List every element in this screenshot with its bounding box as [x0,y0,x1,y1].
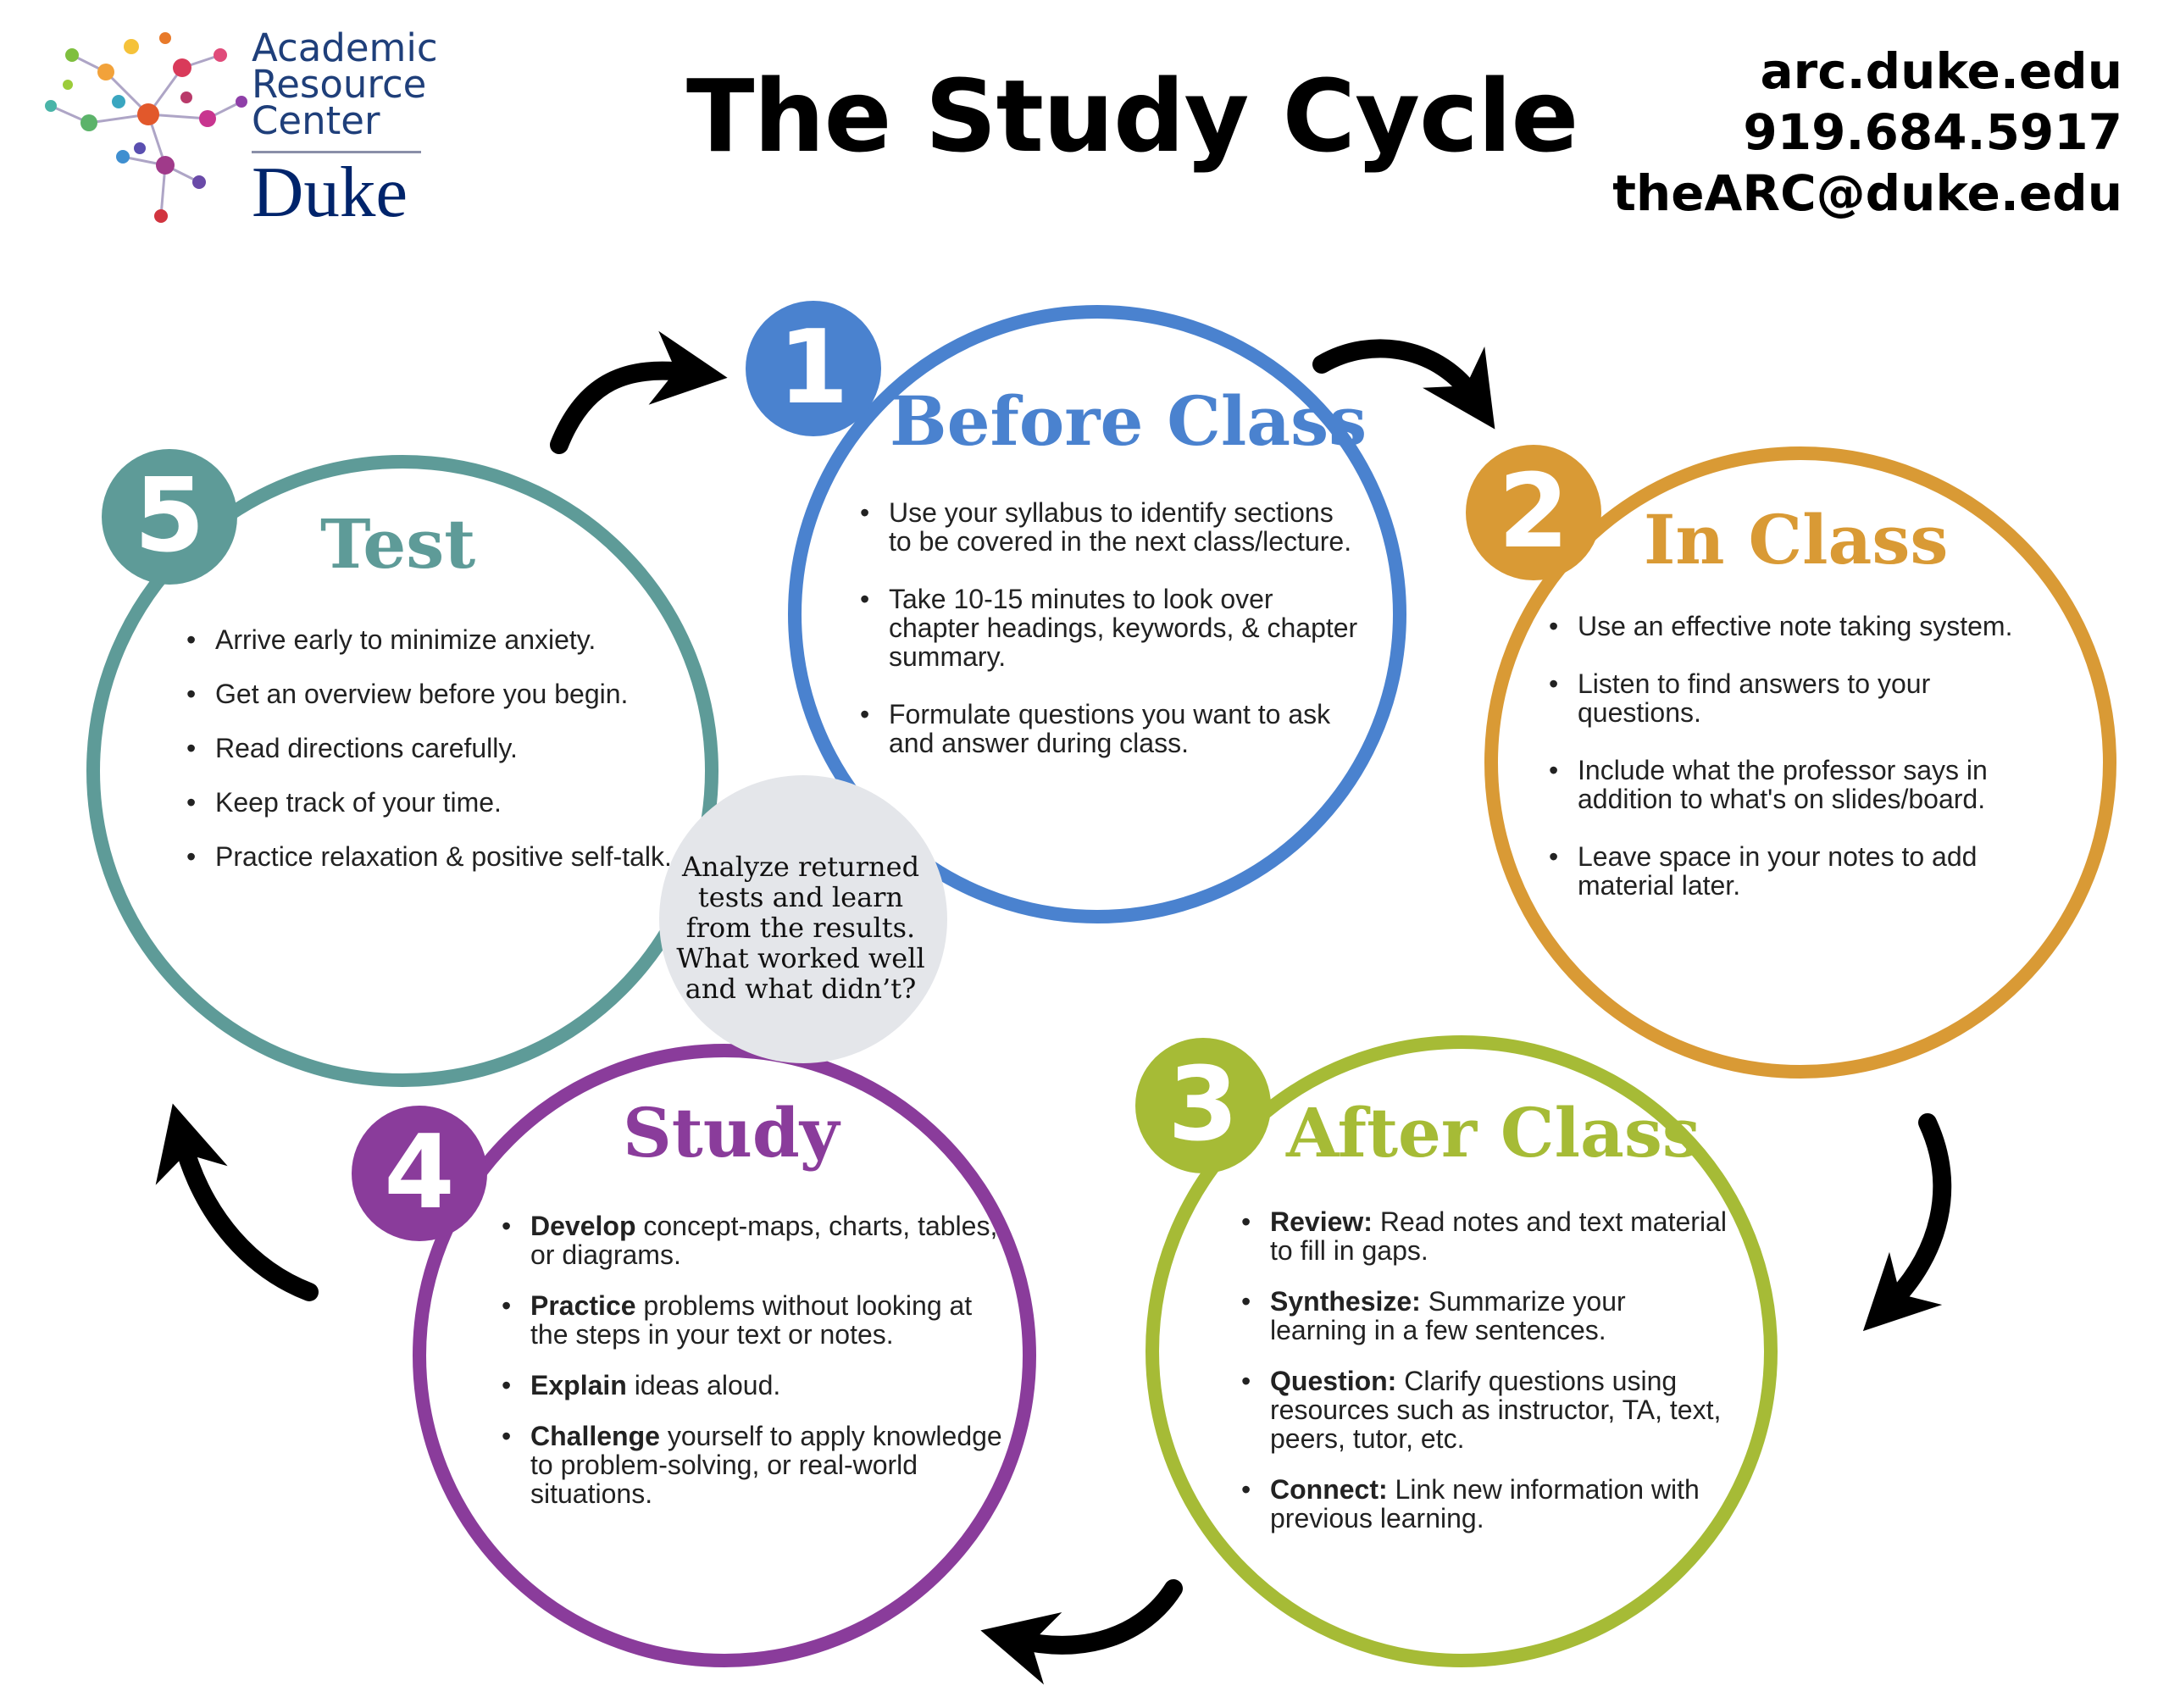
step-5-list: Arrive early to minimize anxiety. Get an… [186,625,707,896]
ring-after-class [1146,1035,1778,1667]
contact-phone: 919.684.5917 [1743,103,2122,161]
badge-2-number: 2 [1498,453,1569,571]
list-item: Leave space in your notes to add materia… [1549,842,2052,900]
step-3-list: Review: Read notes and text material to … [1241,1207,1728,1555]
badge-4-number: 4 [384,1114,455,1232]
center-bubble [659,775,947,1063]
list-item: Read directions carefully. [186,734,707,762]
list-item: Listen to find answers to your questions… [1549,669,2052,727]
list-item: Keep track of your time. [186,788,707,817]
list-item: Challenge yourself to apply knowledge to… [502,1422,1005,1508]
logo-line-academic: Academic [252,25,438,70]
logo-divider [252,151,421,153]
step-2-list: Use an effective note taking system. Lis… [1549,612,2052,929]
list-item: Formulate questions you want to ask and … [860,700,1363,757]
list-item: Practice problems without looking at the… [502,1291,1005,1349]
list-item: Take 10-15 minutes to look over chapter … [860,585,1363,671]
list-item: Practice relaxation & positive self-talk… [186,842,707,871]
arrow-after-to-study-icon [980,1579,1183,1685]
badge-5-number: 5 [134,458,205,575]
badge-4 [352,1106,487,1241]
badge-1 [746,301,881,436]
logo-wordmark: Duke [252,152,408,232]
arrow-in-to-after-icon [1862,1113,1952,1332]
list-item: Develop concept-maps, charts, tables, or… [502,1212,1005,1269]
list-item: Question: Clarify questions using resour… [1241,1367,1728,1453]
badge-3-number: 3 [1168,1046,1239,1164]
list-item: Use your syllabus to identify sections t… [860,498,1363,556]
contact-website: arc.duke.edu [1760,42,2123,100]
badge-2 [1466,445,1601,580]
step-1-list: Use your syllabus to identify sections t… [860,498,1363,786]
ring-before-class [788,305,1406,923]
center-note: Analyze returned tests and learn from th… [676,851,925,1005]
arrow-study-to-test-icon [155,1103,319,1301]
badge-3 [1135,1038,1271,1173]
list-item: Include what the professor says in addit… [1549,756,2052,813]
list-item: Use an effective note taking system. [1549,612,2052,640]
list-item: Synthesize: Summarize your learning in a… [1241,1287,1728,1345]
ring-in-class [1484,446,2116,1079]
step-4-list: Develop concept-maps, charts, tables, or… [502,1212,1005,1530]
contact-email: theARC@duke.edu [1612,164,2122,222]
ring-study [413,1044,1036,1667]
step-1-title: Before Class [890,381,1367,461]
molecule-network-icon [45,32,247,223]
list-item: Get an overview before you begin. [186,679,707,708]
badge-1-number: 1 [778,309,849,427]
ring-test [86,455,718,1087]
badge-5 [102,449,237,585]
logo-line-center: Center [252,98,380,143]
list-item: Connect: Link new information with previ… [1241,1475,1728,1533]
logo-line-resource: Resource [252,62,427,107]
list-item: Review: Read notes and text material to … [1241,1207,1728,1265]
arrow-test-to-before-icon [550,330,728,454]
list-item: Explain ideas aloud. [502,1371,1005,1400]
step-3-title: After Class [1286,1093,1700,1173]
arrow-before-to-in-icon [1312,339,1495,430]
list-item: Arrive early to minimize anxiety. [186,625,707,654]
step-4-title: Study [623,1093,840,1173]
page-title: The Study Cycle [686,58,1578,175]
step-5-title: Test [320,504,476,584]
step-2-title: In Class [1644,500,1949,580]
